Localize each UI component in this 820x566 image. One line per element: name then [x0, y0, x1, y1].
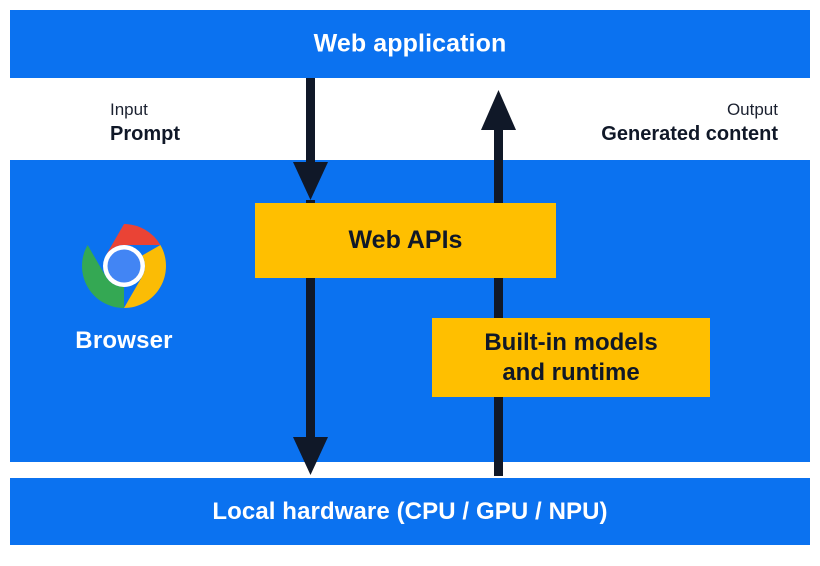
local-hardware-band: Local hardware (CPU / GPU / NPU): [10, 478, 810, 545]
built-in-models-box[interactable]: Built-in models and runtime: [432, 318, 710, 397]
output-kind-text: Output: [726, 100, 778, 119]
output-flow-label: Output Generated content: [601, 99, 778, 147]
input-kind-text: Input: [110, 100, 148, 119]
web-apis-box[interactable]: Web APIs: [255, 203, 556, 278]
browser-group: Browser: [40, 222, 208, 355]
web-apis-label: Web APIs: [348, 226, 463, 254]
local-hardware-label: Local hardware (CPU / GPU / NPU): [212, 497, 608, 525]
web-application-band: Web application: [10, 10, 810, 78]
browser-label: Browser: [75, 327, 173, 354]
chrome-logo-icon: [82, 224, 166, 308]
output-value-text: Generated content: [601, 122, 778, 145]
built-in-models-label: Built-in models and runtime: [484, 329, 658, 386]
input-flow-label: Input Prompt: [110, 99, 180, 147]
input-value-text: Prompt: [110, 122, 180, 145]
web-application-label: Web application: [313, 29, 507, 58]
